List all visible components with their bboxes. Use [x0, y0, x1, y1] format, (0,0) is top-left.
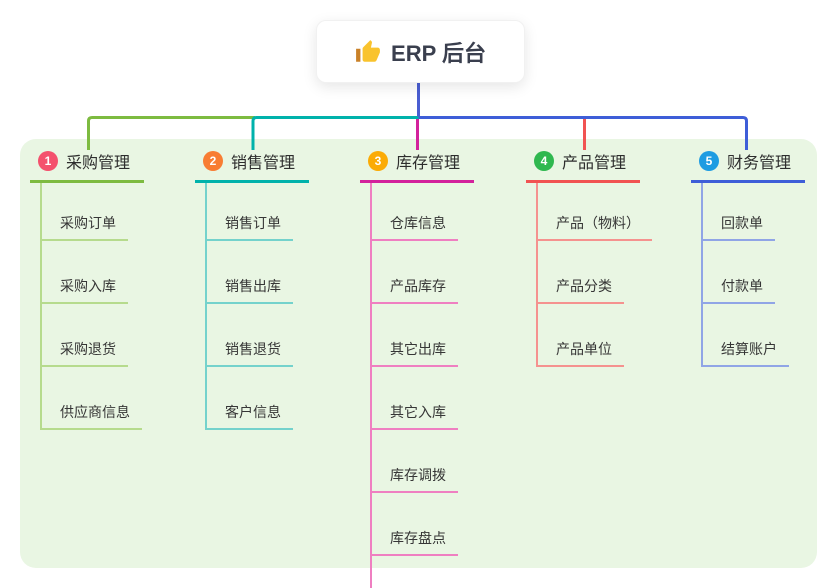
child-node[interactable]: 库存调拨	[372, 430, 458, 493]
branch-2-number-badge: 2	[203, 151, 223, 171]
branch-1: 1 采购管理 采购订单 采购入库 采购退货 供应商信息	[30, 149, 145, 430]
child-node[interactable]: 销售订单	[207, 183, 293, 241]
child-node[interactable]: 付款单	[703, 241, 775, 304]
child-node[interactable]: 结算账户	[703, 304, 789, 367]
branch-1-number-badge: 1	[38, 151, 58, 171]
child-node[interactable]: 仓库信息	[372, 183, 458, 241]
child-node[interactable]: 销售退货	[207, 304, 293, 367]
branch-1-children: 采购订单 采购入库 采购退货 供应商信息	[40, 183, 144, 430]
branch-5-number-badge: 5	[699, 151, 719, 171]
child-node[interactable]: 其它出库	[372, 304, 458, 367]
child-node[interactable]: 其它入库	[372, 367, 458, 430]
branch-1-node[interactable]: 1 采购管理	[30, 149, 145, 183]
child-node[interactable]: 采购退货	[42, 304, 128, 367]
branch-1-label: 采购管理	[66, 155, 131, 172]
child-node[interactable]: 采购入库	[42, 241, 128, 304]
child-node[interactable]: 供应商信息	[42, 367, 142, 430]
branch-3-label: 库存管理	[396, 155, 461, 172]
branch-4-children: 产品（物料） 产品分类 产品单位	[536, 183, 652, 367]
child-node[interactable]: 产品分类	[538, 241, 624, 304]
branch-5-label: 财务管理	[727, 155, 792, 172]
branch-2-children: 销售订单 销售出库 销售退货 客户信息	[205, 183, 309, 430]
branch-5-children: 回款单 付款单 结算账户	[701, 183, 805, 367]
root-node-title: ERP 后台	[391, 40, 486, 66]
branch-2-label: 销售管理	[231, 155, 296, 172]
root-node-erp[interactable]: ERP 后台	[316, 20, 525, 83]
child-node[interactable]: 销售出库	[207, 241, 293, 304]
branches-panel	[20, 139, 817, 568]
child-node[interactable]: 出库库明细	[372, 556, 472, 588]
child-node[interactable]: 客户信息	[207, 367, 293, 430]
branch-5-node[interactable]: 5 财务管理	[691, 149, 806, 183]
branch-2-node[interactable]: 2 销售管理	[195, 149, 310, 183]
thumbs-up-icon	[356, 39, 380, 62]
branch-3-node[interactable]: 3 库存管理	[360, 149, 475, 183]
child-node[interactable]: 回款单	[703, 183, 775, 241]
branch-3-number-badge: 3	[368, 151, 388, 171]
child-node[interactable]: 产品（物料）	[538, 183, 652, 241]
branch-3-children: 仓库信息 产品库存 其它出库 其它入库 库存调拨 库存盘点 出库库明细	[370, 183, 474, 588]
branch-4-label: 产品管理	[562, 155, 627, 172]
branch-4-number-badge: 4	[534, 151, 554, 171]
branch-4: 4 产品管理 产品（物料） 产品分类 产品单位	[526, 149, 652, 367]
branch-3: 3 库存管理 仓库信息 产品库存 其它出库 其它入库 库存调拨 库存盘点 出库库…	[360, 149, 475, 588]
child-node[interactable]: 产品单位	[538, 304, 624, 367]
child-node[interactable]: 采购订单	[42, 183, 128, 241]
branch-2: 2 销售管理 销售订单 销售出库 销售退货 客户信息	[195, 149, 310, 430]
child-node[interactable]: 库存盘点	[372, 493, 458, 556]
branch-5: 5 财务管理 回款单 付款单 结算账户	[691, 149, 806, 367]
child-node[interactable]: 产品库存	[372, 241, 458, 304]
branch-4-node[interactable]: 4 产品管理	[526, 149, 641, 183]
